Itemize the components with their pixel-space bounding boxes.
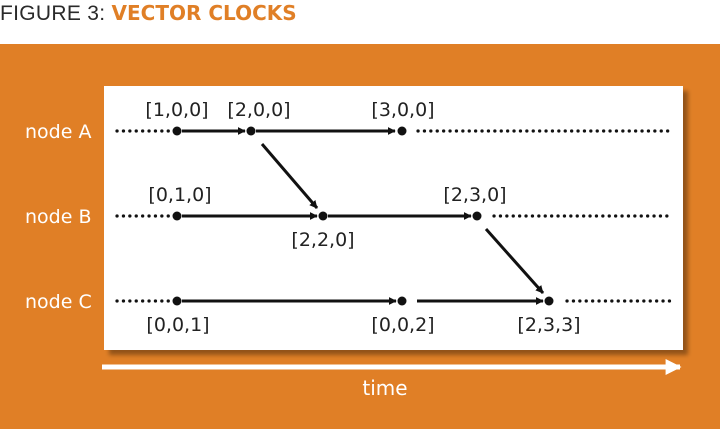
event-dot-a1	[172, 126, 182, 136]
clock-label-c2: [0,0,2]	[371, 314, 434, 336]
clock-label-a2: [2,0,0]	[227, 99, 290, 121]
event-dot-b2	[318, 211, 328, 221]
time-axis-label: time	[362, 376, 407, 400]
message-a2-to-b2	[260, 143, 319, 209]
event-dot-c3	[544, 296, 554, 306]
event-dot-b3	[472, 211, 482, 221]
message-b3-to-c3	[484, 228, 545, 294]
event-dot-c1	[172, 296, 182, 306]
title-bar: FIGURE 3: VECTOR CLOCKS	[0, 0, 720, 40]
figure-number: FIGURE 3:	[0, 2, 112, 25]
event-dot-b1	[172, 211, 182, 221]
event-dot-c2	[397, 296, 407, 306]
event-dot-a2	[246, 126, 256, 136]
figure-name: VECTOR CLOCKS	[111, 1, 297, 25]
clock-label-c1: [0,0,1]	[146, 314, 209, 336]
clock-label-b2: [2,2,0]	[291, 229, 354, 251]
node-b-label: node B	[25, 206, 92, 228]
event-dot-a3	[397, 126, 407, 136]
node-a-label: node A	[25, 121, 91, 143]
node-c-label: node C	[25, 291, 92, 313]
diagram-panel	[104, 86, 683, 350]
clock-label-b3: [2,3,0]	[443, 184, 506, 206]
clock-label-c3: [2,3,3]	[517, 314, 580, 336]
clock-label-b1: [0,1,0]	[148, 184, 211, 206]
figure-title: FIGURE 3: VECTOR CLOCKS	[0, 0, 297, 27]
clock-label-a1: [1,0,0]	[145, 99, 208, 121]
clock-label-a3: [3,0,0]	[371, 99, 434, 121]
